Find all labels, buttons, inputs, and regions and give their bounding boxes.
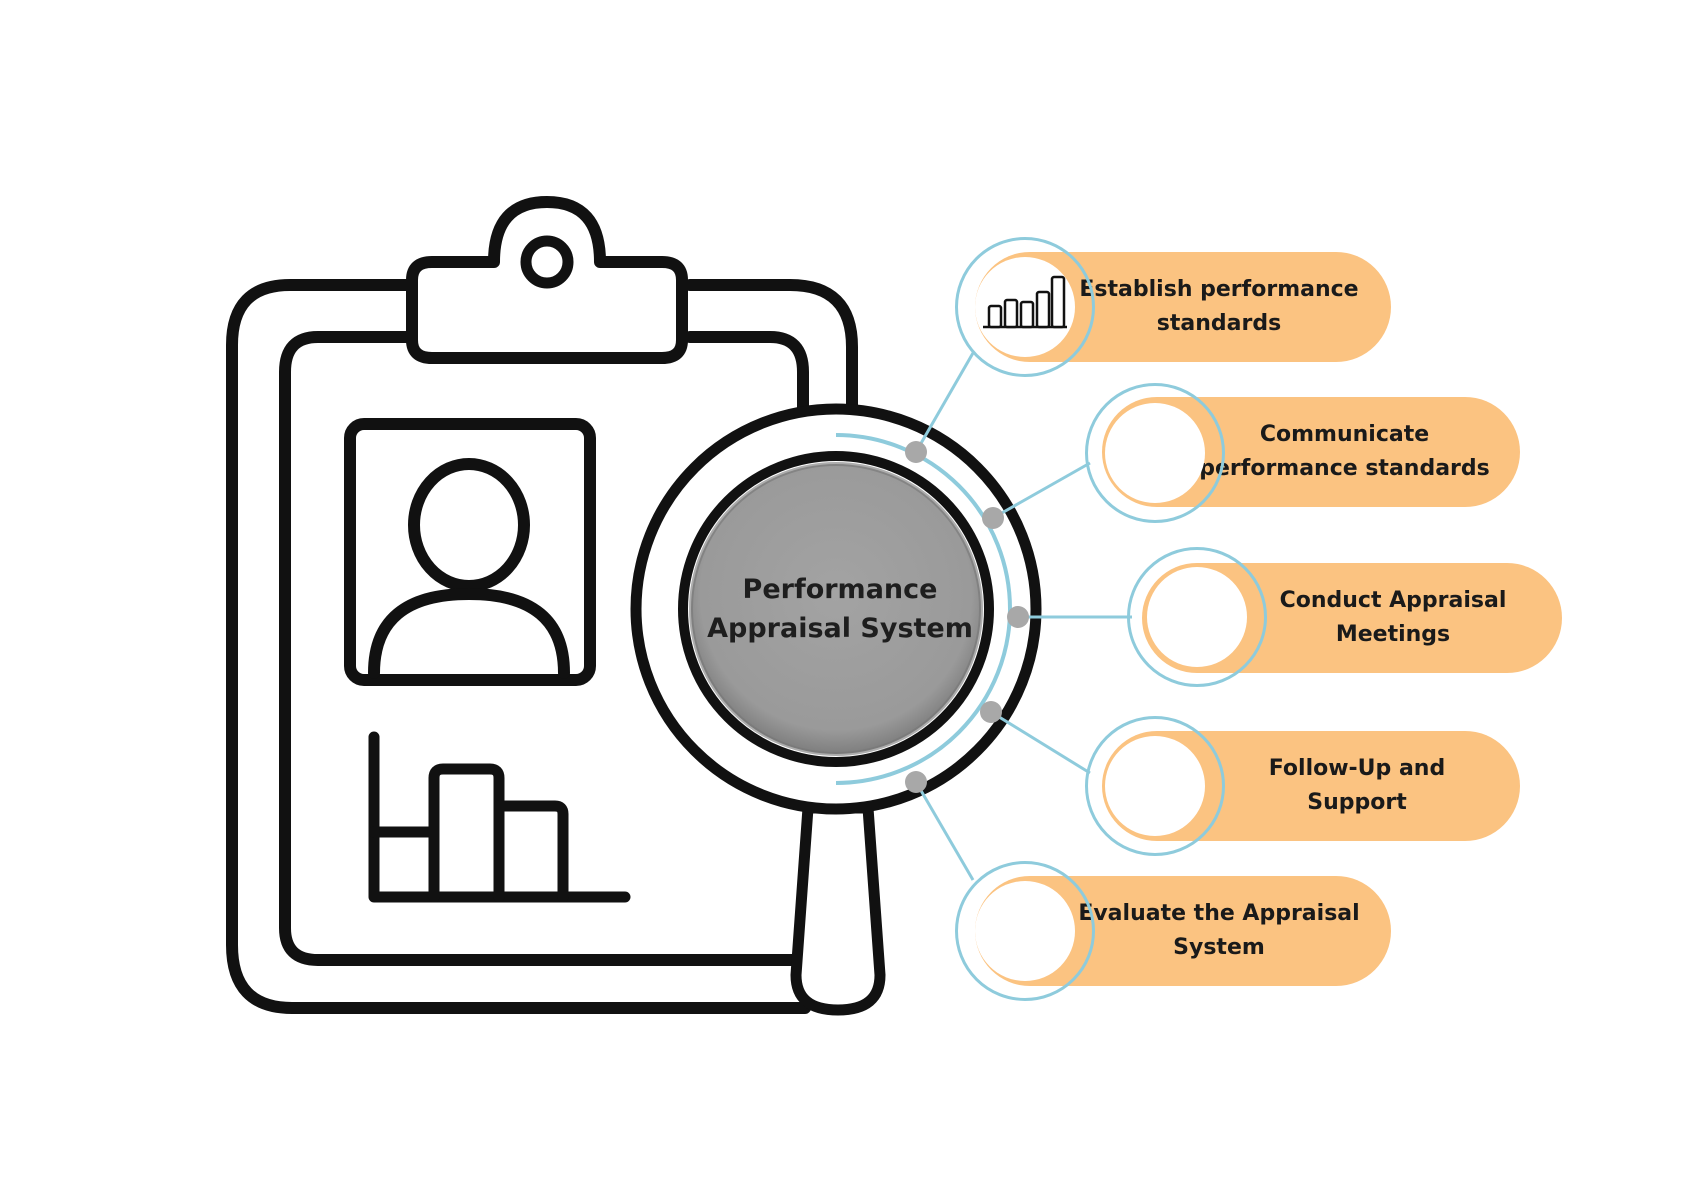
connector-dots bbox=[905, 441, 1029, 793]
connector-dot-establish bbox=[905, 441, 927, 463]
clipboard-icon bbox=[226, 196, 858, 1014]
profile-frame bbox=[344, 418, 596, 686]
clipboard-clip bbox=[406, 196, 688, 364]
step-evaluate-disc bbox=[975, 881, 1075, 981]
step-communicate-disc bbox=[1105, 403, 1205, 503]
user-icon-body bbox=[368, 588, 570, 679]
connector-dot-communicate bbox=[982, 507, 1004, 529]
connector-lines bbox=[914, 352, 1132, 881]
step-establish-disc bbox=[975, 257, 1075, 357]
clipboard-clip-hole bbox=[520, 235, 574, 289]
step-conduct-label: Conduct Appraisal Meetings bbox=[1279, 588, 1507, 647]
hub-inner-shadow bbox=[689, 462, 983, 756]
step-evaluate-label: Evaluate the Appraisal System bbox=[1078, 901, 1360, 960]
clipboard-outer-board bbox=[226, 279, 858, 1014]
connector-line-establish bbox=[914, 352, 975, 453]
bar-chart-icon bbox=[983, 275, 1067, 329]
clipboard-bar-chart-icon bbox=[368, 731, 631, 903]
connector-dot-conduct bbox=[1007, 606, 1029, 628]
hub-title-line2: Appraisal System bbox=[707, 613, 973, 644]
step-evaluate-ring bbox=[955, 861, 1095, 1001]
hub-circle bbox=[691, 464, 981, 754]
step-establish-label: Establish performance standards bbox=[1079, 277, 1359, 336]
connector-line-evaluate bbox=[914, 781, 975, 881]
hub-title-line1: Performance bbox=[742, 574, 938, 605]
step-conduct-ring bbox=[1127, 547, 1267, 687]
step-establish-ring bbox=[955, 237, 1095, 377]
step-followup-ring bbox=[1085, 716, 1225, 856]
magnifier-handle bbox=[790, 802, 886, 1016]
connector-line-communicate bbox=[992, 461, 1091, 520]
connector-line-followup bbox=[990, 710, 1091, 775]
step-followup-disc bbox=[1105, 736, 1205, 836]
step-followup-label: Follow-Up and Support bbox=[1268, 756, 1446, 815]
hub-title: Performance Appraisal System bbox=[690, 570, 990, 648]
user-icon-head bbox=[408, 458, 530, 592]
clipboard-inner-board bbox=[279, 331, 809, 966]
step-conduct-disc bbox=[1147, 567, 1247, 667]
step-communicate-label: Communicate performance standards bbox=[1199, 422, 1490, 481]
connector-dot-followup bbox=[980, 701, 1002, 723]
connector-dot-evaluate bbox=[905, 771, 927, 793]
step-communicate-ring bbox=[1085, 383, 1225, 523]
